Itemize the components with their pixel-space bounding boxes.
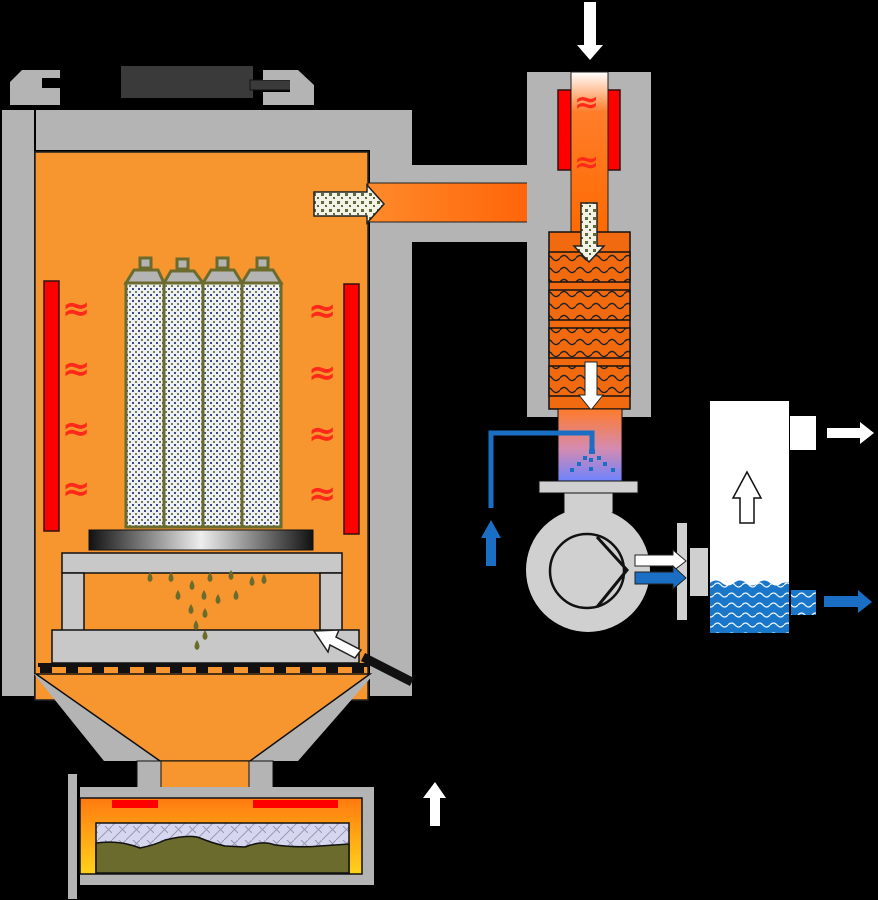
ash-outlet-arrow-icon [423, 782, 446, 826]
water-outlet-port [791, 590, 816, 615]
blower-impeller [548, 532, 626, 610]
heater-left [43, 280, 60, 532]
blower-symbol [595, 535, 629, 608]
clean-gas-outlet-arrow-icon [827, 422, 874, 444]
quench-flange [538, 480, 639, 494]
heat-icon: ≈ [574, 85, 599, 120]
spray-nozzle [570, 449, 615, 472]
blower-outlet [690, 548, 708, 596]
gas-outlet-port [790, 416, 816, 450]
catalyst-layers [548, 251, 631, 397]
duct-flange-bottom [412, 222, 527, 242]
separator-water [710, 580, 789, 633]
ash-heater-right [253, 800, 338, 808]
duct-flange-top [412, 165, 527, 183]
lid-actuator [121, 66, 253, 98]
air-inlet-arrow-icon [312, 629, 363, 659]
vapor-down-arrow-icon [572, 202, 606, 264]
heat-icon: ≈ [308, 474, 337, 514]
afterburner-heater-left [557, 89, 572, 171]
water-inlet-pipe [488, 430, 595, 508]
heat-icon: ≈ [308, 414, 337, 454]
filter-cartridge [123, 256, 167, 529]
heat-marks-right: ≈ ≈ ≈ ≈ [308, 291, 337, 514]
housing-top [36, 110, 412, 150]
heat-icon: ≈ [308, 353, 337, 393]
gas-down-arrow-icon [577, 361, 605, 411]
filter-cartridge [161, 257, 206, 529]
grate [38, 663, 368, 673]
ash-heater-left [112, 800, 158, 808]
actuator-rod [249, 79, 293, 91]
ash-collector-rail [68, 774, 77, 899]
heat-icon: ≈ [574, 145, 599, 180]
vapor-arrow-icon [313, 183, 386, 225]
heat-icon: ≈ [62, 409, 91, 449]
housing-left-wall [2, 110, 34, 696]
heat-icon: ≈ [62, 289, 91, 329]
filter-cartridges [123, 256, 284, 529]
heat-icon: ≈ [308, 291, 337, 331]
air-inlet-pipe [360, 652, 415, 687]
heat-icon: ≈ [62, 469, 91, 509]
air-inlet-top-arrow-icon [577, 2, 603, 60]
support-frame [51, 552, 360, 664]
heater-right [343, 283, 360, 535]
afterburner-heater-right [606, 89, 621, 171]
water-drain-arrow-icon [824, 590, 872, 613]
water-outlet-arrow-icon [634, 564, 687, 591]
lid-latch-left [10, 70, 60, 105]
filter-cartridge [200, 256, 245, 529]
water-inlet-arrow-icon [481, 520, 501, 566]
filter-cartridge [239, 256, 284, 529]
blower-outlet-flange [677, 523, 687, 620]
lid-latch-right [263, 70, 314, 105]
filter-base-plate [88, 529, 314, 551]
melt-droplets [147, 570, 267, 650]
ash-residue [95, 835, 350, 874]
heat-icon: ≈ [62, 349, 91, 389]
gas-up-arrow-icon [731, 470, 763, 524]
heat-marks-left: ≈ ≈ ≈ ≈ [62, 289, 91, 509]
